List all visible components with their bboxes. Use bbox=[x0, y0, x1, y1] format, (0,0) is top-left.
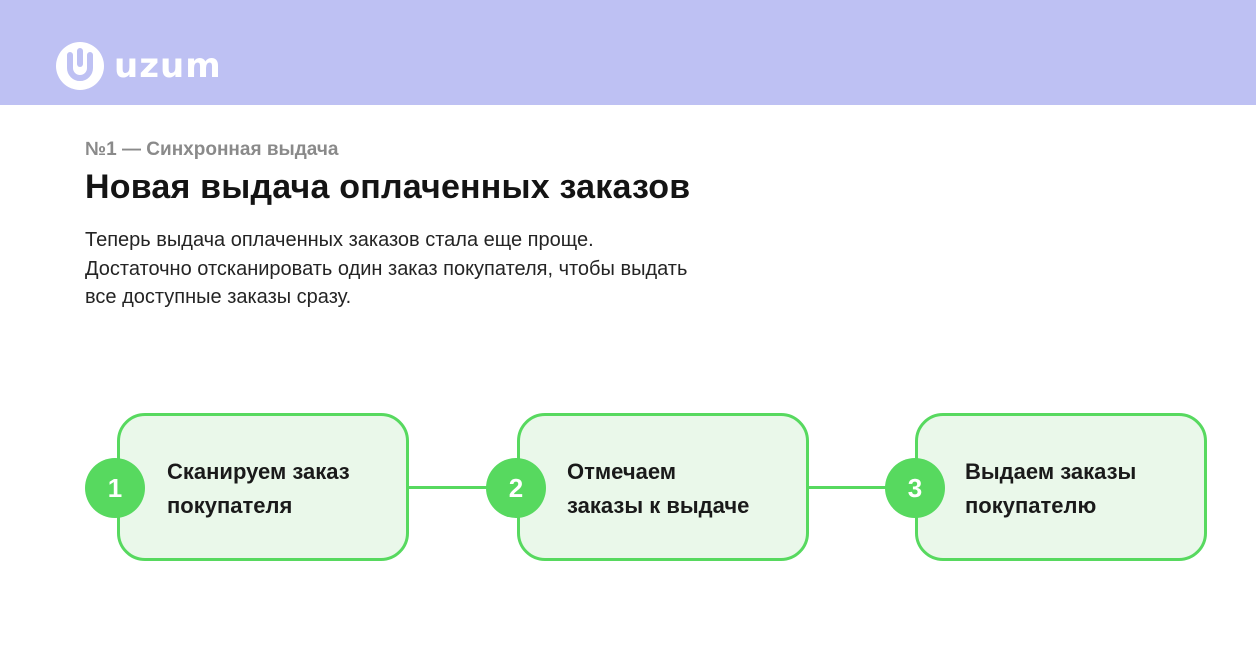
logo-wordmark: uzum bbox=[114, 46, 222, 86]
step-label-line: заказы к выдаче bbox=[567, 493, 750, 518]
step-label: Отмечаем заказы к выдаче bbox=[567, 455, 797, 523]
description-line: Теперь выдача оплаченных заказов стала е… bbox=[85, 229, 594, 251]
step-label-line: Отмечаем bbox=[567, 459, 677, 484]
header-band bbox=[0, 0, 1256, 105]
section-eyebrow: №1 — Синхронная выдача bbox=[85, 139, 339, 160]
step-label-line: покупателю bbox=[965, 493, 1097, 518]
step-card-2: Отмечаем заказы к выдаче bbox=[517, 413, 809, 561]
step-label-line: Сканируем заказ bbox=[167, 459, 350, 484]
step-number-badge: 2 bbox=[486, 458, 546, 518]
step-connector bbox=[405, 486, 519, 489]
brand-logo[interactable]: uzum bbox=[56, 42, 222, 90]
uzum-logo-icon bbox=[56, 42, 104, 90]
description-line: все доступные заказы сразу. bbox=[85, 286, 352, 308]
step-card-1: Сканируем заказ покупателя bbox=[117, 413, 409, 561]
step-label: Выдаем заказы покупателю bbox=[965, 455, 1195, 523]
step-label: Сканируем заказ покупателя bbox=[167, 455, 397, 523]
page-title: Новая выдача оплаченных заказов bbox=[85, 168, 691, 206]
step-label-line: покупателя bbox=[167, 493, 293, 518]
step-number-badge: 1 bbox=[85, 458, 145, 518]
description: Теперь выдача оплаченных заказов стала е… bbox=[85, 226, 845, 312]
step-number-badge: 3 bbox=[885, 458, 945, 518]
step-label-line: Выдаем заказы bbox=[965, 459, 1137, 484]
step-card-3: Выдаем заказы покупателю bbox=[915, 413, 1207, 561]
step-connector bbox=[805, 486, 917, 489]
description-line: Достаточно отсканировать один заказ поку… bbox=[85, 257, 688, 280]
